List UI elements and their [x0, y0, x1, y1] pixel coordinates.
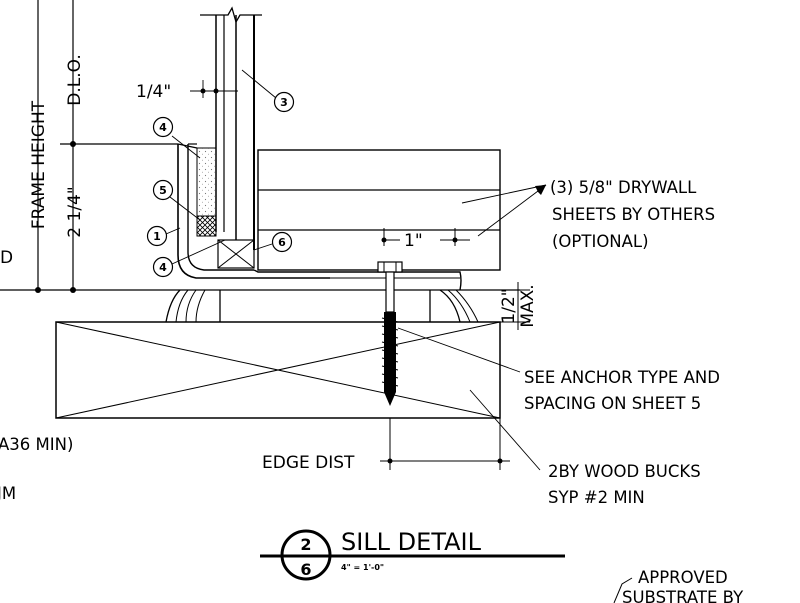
bucks-note-line-1: 2BY WOOD BUCKS — [548, 462, 701, 481]
anchor-screw — [377, 261, 521, 406]
edge-dist-dimension — [380, 418, 510, 470]
tag-3: 3 — [273, 91, 295, 113]
drywall-note-line-3: (OPTIONAL) — [552, 232, 649, 251]
wood-buck — [55, 321, 541, 471]
detail-title: SILL DETAIL — [341, 528, 482, 556]
tag-6: 6 — [253, 231, 293, 253]
svg-text:6: 6 — [278, 236, 286, 249]
half-max-dimension — [490, 282, 530, 330]
approved-note-line-2: SUBSTRATE BY — [622, 588, 744, 603]
frame-height-label: FRAME HEIGHT — [29, 100, 49, 229]
svg-text:4: 4 — [159, 261, 167, 274]
dim-dot-c — [70, 141, 76, 147]
svg-text:4: 4 — [159, 121, 167, 134]
detail-number: 2 — [300, 535, 311, 554]
detail-scale: 4" = 1'-0" — [341, 563, 384, 572]
drywall-note-line-1: (3) 5/8" DRYWALL — [550, 178, 697, 197]
detail-title-block: 2 6 SILL DETAIL 4" = 1'-0" — [260, 528, 565, 581]
edge-dist-label: EDGE DIST — [262, 453, 355, 473]
one-inch-label: 1" — [404, 231, 423, 251]
approved-note-line-1: APPROVED — [638, 568, 728, 587]
bucks-note-line-2: SYP #2 MIN — [548, 488, 645, 507]
anchor-note-line-1: SEE ANCHOR TYPE AND — [524, 368, 720, 387]
quarter-inch-label: 1/4" — [136, 82, 171, 102]
left-fragment-label: D — [0, 248, 13, 268]
svg-text:5: 5 — [159, 184, 167, 197]
tag-1: 1 — [146, 225, 181, 247]
half-max-max-label: MAX. — [518, 284, 538, 327]
glazing-frame — [165, 6, 479, 323]
dlo-label: D.L.O. — [65, 54, 85, 105]
sheet-number: 6 — [300, 560, 311, 579]
quarter-inch-dimension — [190, 80, 238, 98]
tag-5: 5 — [152, 179, 201, 221]
drywall-note-line-2: SHEETS BY OTHERS — [552, 205, 715, 224]
svg-text:1: 1 — [153, 230, 161, 243]
svg-text:3: 3 — [280, 96, 288, 109]
left-cut-note-um: JM — [0, 484, 16, 503]
half-max-num-label: 1/2" — [499, 288, 519, 323]
tag-4-bottom: 4 — [152, 239, 226, 278]
two-quarter-label: 2 1/4" — [65, 186, 85, 237]
left-cut-note-a36: A36 MIN) — [0, 435, 73, 454]
dim-dot-b — [70, 287, 76, 293]
dim-dot-a — [35, 287, 41, 293]
tag-4-top: 4 — [152, 116, 174, 138]
drywall-sheets — [257, 149, 547, 271]
left-dimension-lines — [0, 0, 520, 293]
anchor-note-line-2: SPACING ON SHEET 5 — [524, 394, 701, 413]
